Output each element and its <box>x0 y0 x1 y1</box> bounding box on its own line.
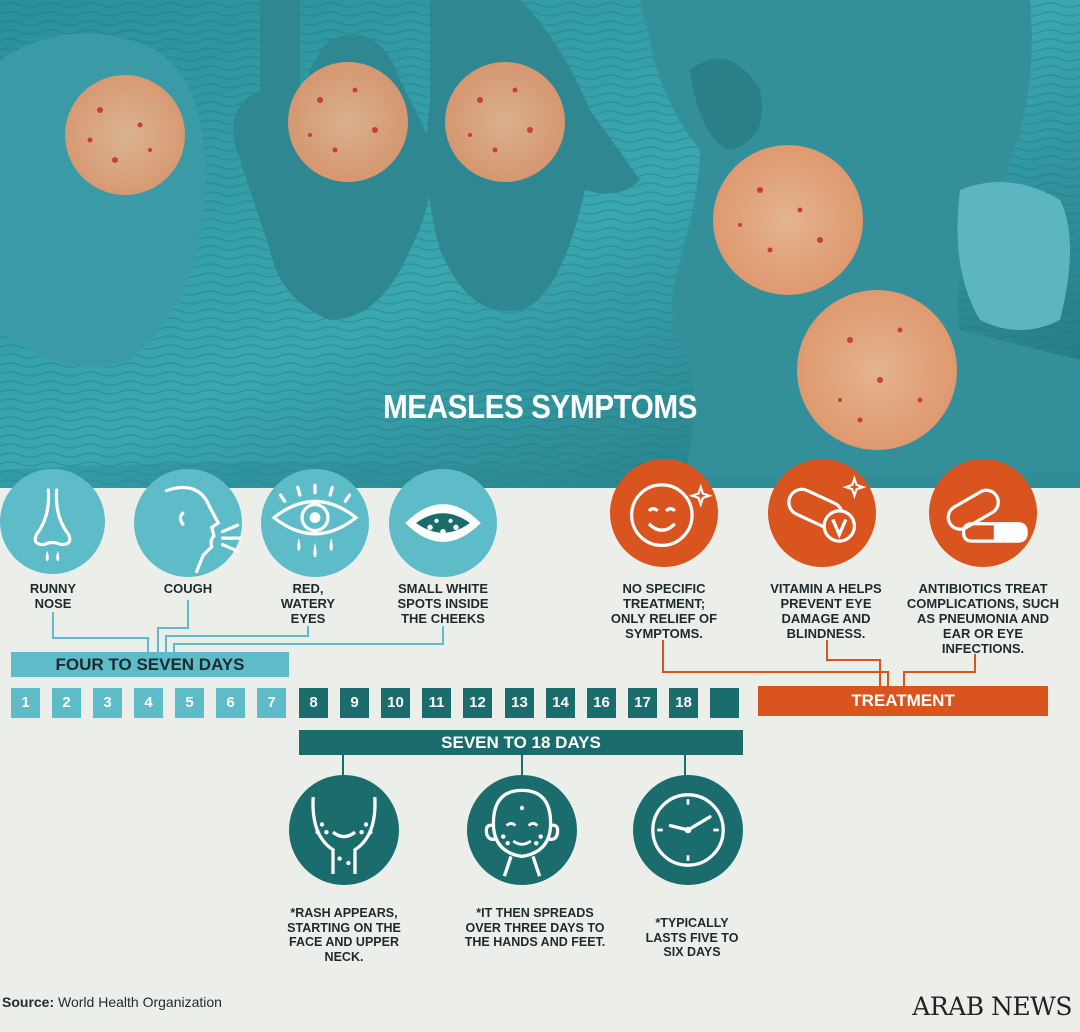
right-hand-rash-circle <box>445 62 565 182</box>
treatment-bar: TREATMENT <box>758 686 1048 716</box>
clock-icon <box>633 775 743 885</box>
neck-rash-circle <box>713 145 863 295</box>
foot-rash-circle <box>65 75 185 195</box>
head-rash-icon <box>467 775 577 885</box>
left-hand-rash-circle <box>288 62 408 182</box>
day-box: 7 <box>257 688 286 718</box>
day-box: 14 <box>546 688 575 718</box>
day-box: 8 <box>299 688 328 718</box>
day-box: 1 <box>11 688 40 718</box>
rash-note-face: *RASH APPEARS, STARTING ON THE FACE AND … <box>287 906 401 964</box>
back-rash-circle <box>797 290 957 450</box>
treatment-label-vitamin-a: VITAMIN A HELPS PREVENT EYE DAMAGE AND B… <box>770 581 882 641</box>
nose-icon <box>0 469 105 574</box>
day-box: 12 <box>463 688 492 718</box>
hero-photo-illustration <box>0 0 1080 488</box>
day-box: 17 <box>628 688 657 718</box>
symptom-label-white-spots: SMALL WHITE SPOTS INSIDE THE CHEEKS <box>397 581 489 626</box>
day-box: 9 <box>340 688 369 718</box>
cough-icon <box>134 469 242 577</box>
day-box: 16 <box>587 688 616 718</box>
day-box <box>710 688 739 718</box>
symptom-label-runny-nose: RUNNY NOSE <box>29 581 77 611</box>
treatment-label-no-specific: NO SPECIFIC TREATMENT; ONLY RELIEF OF SY… <box>610 581 718 641</box>
day-box: 10 <box>381 688 410 718</box>
pill-icon <box>929 459 1037 567</box>
day-box: 2 <box>52 688 81 718</box>
symptom-label-red-watery-eyes: RED, WATERY EYES <box>280 581 336 626</box>
hero-image <box>0 0 1080 488</box>
source-name: World Health Organization <box>58 994 222 1010</box>
arab-news-logo: ARAB NEWS <box>912 992 1072 1021</box>
day-box: 13 <box>505 688 534 718</box>
rash-note-duration: *TYPICALLY LASTS FIVE TO SIX DAYS <box>645 916 739 959</box>
face-rash-icon <box>289 775 399 885</box>
day-box: 18 <box>669 688 698 718</box>
eye-icon <box>261 469 369 577</box>
source-credit: Source: World Health Organization <box>2 994 222 1010</box>
four-to-seven-days-bar: FOUR TO SEVEN DAYS <box>11 652 289 677</box>
vitamin-icon <box>768 459 876 567</box>
page-title: MEASLES SYMPTOMS <box>382 388 698 425</box>
day-box: 5 <box>175 688 204 718</box>
mouth-icon <box>389 469 497 577</box>
rash-note-spread: *IT THEN SPREADS OVER THREE DAYS TO THE … <box>464 906 606 949</box>
seven-to-18-days-bar: SEVEN TO 18 DAYS <box>299 730 743 755</box>
day-box: 11 <box>422 688 451 718</box>
day-box: 6 <box>216 688 245 718</box>
symptom-label-cough: COUGH <box>163 581 213 596</box>
day-box: 4 <box>134 688 163 718</box>
treatment-label-antibiotics: ANTIBIOTICS TREAT COMPLICATIONS, SUCH AS… <box>906 581 1060 656</box>
day-box: 3 <box>93 688 122 718</box>
smiley-icon <box>610 459 718 567</box>
source-prefix: Source: <box>2 994 55 1010</box>
